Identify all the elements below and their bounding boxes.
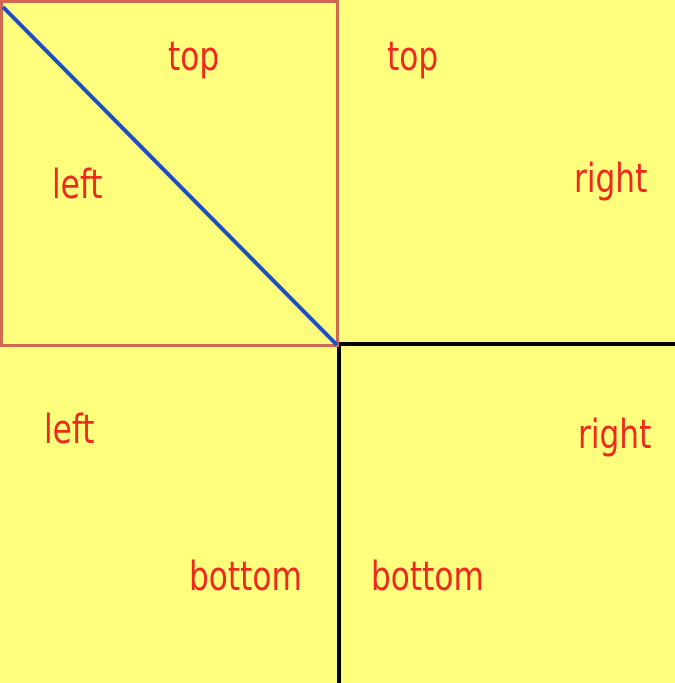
top-right-right-label: right [574,156,648,202]
top-right-top-label: top [387,34,439,80]
top-left-top-label: top [168,34,220,80]
top-left-left-label: left [52,162,103,208]
top-left-square-outline [0,0,339,347]
bottom-left-bottom-label: bottom [189,554,302,600]
bottom-right-right-label: right [578,412,652,458]
diagonal-line [1,5,339,347]
bottom-right-bottom-label: bottom [371,554,484,600]
bottom-left-left-label: left [44,407,95,453]
